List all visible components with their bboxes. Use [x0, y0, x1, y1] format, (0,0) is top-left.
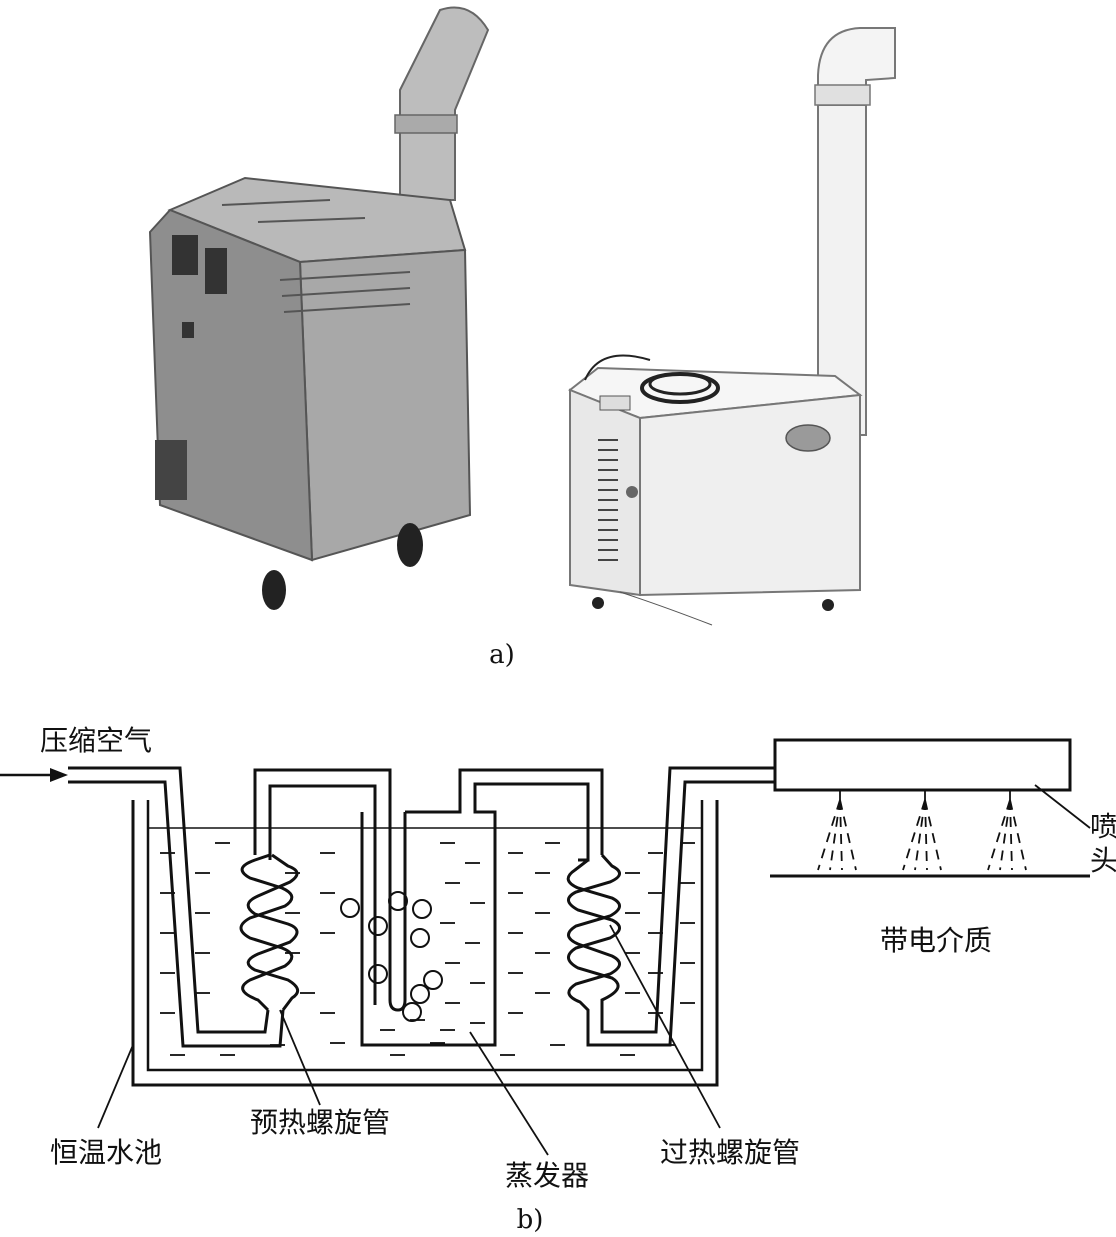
diagram-b	[0, 738, 1091, 1156]
label-compressed-air: 压缩空气	[40, 724, 152, 757]
label-nozzle-1: 喷	[1090, 810, 1116, 843]
label-nozzle-2: 头	[1090, 844, 1116, 877]
figure-b-caption: b)	[517, 1205, 544, 1235]
preheat-coil	[239, 768, 407, 1012]
label-charged-medium: 带电介质	[880, 924, 992, 957]
nozzle-header	[773, 738, 1072, 792]
air-inlet-pipe	[68, 766, 270, 1034]
spray-nozzles	[817, 790, 1027, 871]
evaporator-bubbles	[340, 891, 443, 1022]
photo-grey-humidifier	[148, 6, 490, 610]
label-thermostatic-pool: 恒温水池	[50, 1136, 162, 1169]
water-dashes	[160, 842, 695, 1056]
label-preheat-coil: 预热螺旋管	[250, 1106, 390, 1139]
figure-a-caption: a)	[489, 640, 515, 670]
photo-white-humidifier	[568, 27, 896, 626]
label-evaporator: 蒸发器	[505, 1159, 589, 1192]
leader-lines	[97, 784, 1091, 1156]
superheat-coil	[566, 766, 775, 1047]
thermostatic-pool	[131, 800, 719, 1087]
label-superheat-coil: 过热螺旋管	[660, 1136, 800, 1169]
evaporator	[360, 782, 590, 1047]
